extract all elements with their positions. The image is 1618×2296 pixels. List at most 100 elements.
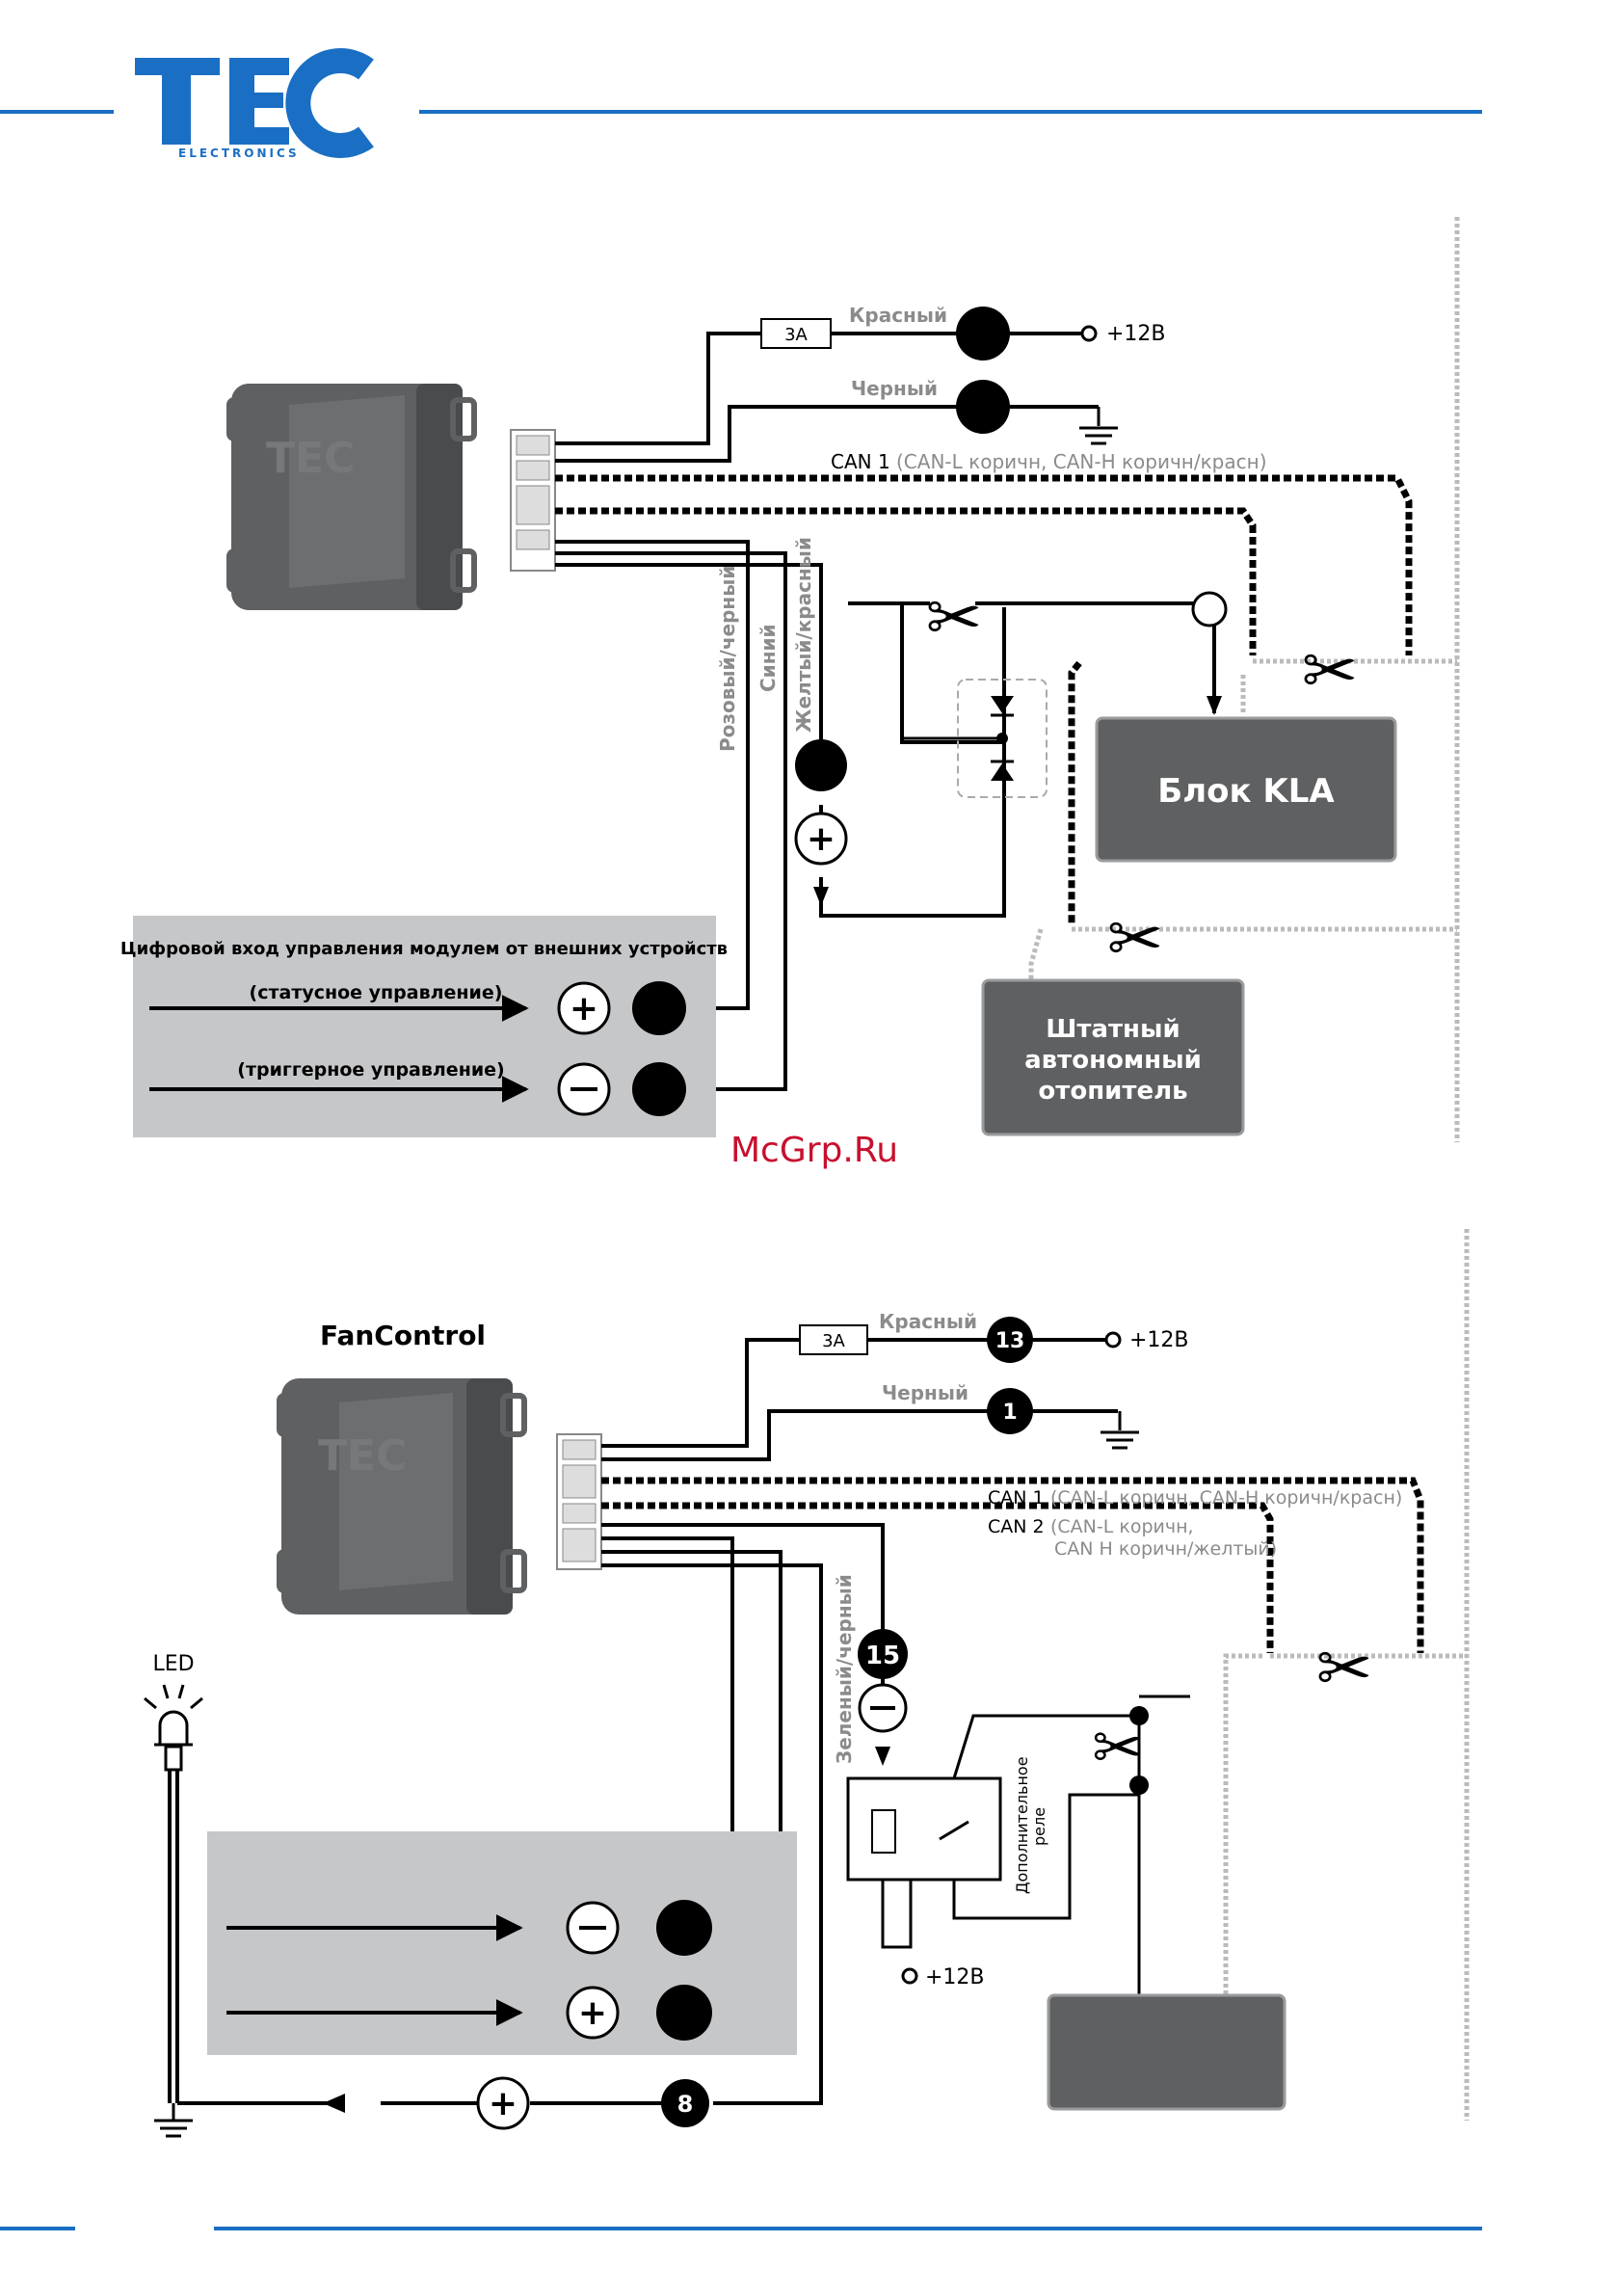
wire-black-top: Черный (851, 377, 938, 400)
heater-label-2: автономный (1024, 1046, 1202, 1075)
led-label: LED (152, 1652, 194, 1676)
plus-icon (566, 1986, 620, 2040)
kla-label: Блок KLA (1157, 772, 1335, 811)
scissors-icon: ✂ (1092, 1713, 1144, 1784)
top-diagram: TEC 3A Красный +12В Черный (120, 304, 1457, 1137)
plus-icon: + (570, 989, 598, 1028)
module-logo-top: TEC (266, 434, 355, 483)
fuse-top-label: 3A (784, 325, 808, 345)
input-lines-bottom (226, 1914, 523, 2026)
pin-blue (632, 1062, 686, 1116)
can2-detail-2: CAN H коричн/желтый) (1054, 1538, 1277, 1560)
scissors-icon: ✂ (1302, 631, 1359, 710)
trigger-label: (триггерное управление) (237, 1059, 504, 1081)
contact-icon (1129, 1775, 1149, 1795)
ground-icon (1079, 407, 1118, 445)
can-wires-top (555, 474, 1413, 925)
bus-gray-top (1028, 658, 1457, 983)
digital-input-panel (133, 916, 716, 1137)
pin-1 (987, 1388, 1033, 1434)
pin-plus-bottom (656, 1985, 712, 2041)
terminal-icon (1104, 1331, 1122, 1348)
node-icon (1191, 591, 1228, 627)
pin-8 (661, 2079, 709, 2127)
heater-label-1: Штатный (1046, 1015, 1180, 1044)
contact-icon (1129, 1706, 1149, 1725)
wire-black-bottom: Черный (882, 1381, 968, 1404)
pin-13 (987, 1317, 1033, 1363)
status-label: (статусное управление) (250, 982, 503, 1003)
pin-minus-bottom (656, 1900, 712, 1956)
can1-detail-top: (CAN-L коричн, CAN-H коричн/красн) (896, 450, 1267, 473)
arrow-down-icon (1207, 696, 1222, 715)
wire-blue: Синий (756, 624, 780, 692)
scissors-icon: ✂ (1107, 899, 1164, 978)
heater-unit (981, 978, 1245, 1136)
can1-top: CAN 1 (831, 450, 890, 473)
svg-text:✂: ✂ (1316, 1629, 1373, 1708)
can2-detail-1: (CAN-L коричн, (1050, 1516, 1194, 1537)
svg-text:✂: ✂ (1107, 899, 1164, 978)
plus-icon (476, 2076, 530, 2130)
fuse-bottom (799, 1324, 868, 1355)
diode-icon (902, 696, 1014, 781)
led-wires (168, 1770, 665, 2105)
pin-15-label: 15 (865, 1642, 900, 1670)
fuse-top (760, 318, 832, 349)
heater-label-3: отопитель (1038, 1077, 1187, 1106)
pin-15 (858, 1629, 908, 1679)
ground-icon (154, 2103, 193, 2138)
relay-label-2: реле (1030, 1807, 1048, 1846)
input-panel-title: Цифровой вход управления модулем от внеш… (120, 939, 728, 959)
fancontrol-title: FanControl (320, 1320, 486, 1351)
can2-bottom: CAN 2 (988, 1516, 1045, 1537)
fuse-bottom-label: 3A (822, 1331, 845, 1351)
wire-red-bottom: Красный (879, 1310, 977, 1333)
plus12-top: +12В (1106, 322, 1166, 346)
plus12-relay: +12В (925, 1965, 985, 1989)
terminal-icon (901, 1967, 918, 1985)
plus-icon (794, 812, 848, 866)
relay-coil (871, 1809, 896, 1854)
plus12-bottom: +12В (1129, 1328, 1189, 1352)
watermark: McGrp.Ru (730, 1131, 898, 1170)
fan-unit (1047, 1993, 1286, 2111)
plus-icon (557, 981, 611, 1035)
svg-text:✂: ✂ (1092, 1713, 1144, 1784)
ground-icon (1101, 1411, 1139, 1450)
scissors-icon: ✂ (1316, 1629, 1373, 1708)
power-wires-top (555, 332, 1099, 463)
pin-red-top (956, 307, 1010, 360)
bottom-diagram: FanControl TEC 3A К (144, 1310, 1467, 2138)
plus-icon: + (578, 1993, 607, 2033)
pin-13-label: 13 (995, 1329, 1025, 1353)
plus-icon: + (807, 819, 836, 859)
logo-subtitle: ELECTRONICS (178, 147, 300, 160)
relay-wiring (881, 1695, 1190, 1995)
pin-black-top (956, 380, 1010, 434)
arrow-down-icon (875, 1747, 890, 1766)
pin-8-label: 8 (677, 2091, 694, 2118)
pin-1-label: 1 (1002, 1401, 1017, 1425)
pin-yellow (795, 739, 847, 791)
plus-icon: + (489, 2084, 517, 2123)
relay-label-1: Дополнительное (1013, 1756, 1031, 1894)
led-icon (144, 1684, 203, 1772)
wire-red-top: Красный (849, 304, 947, 327)
module-top: TEC (226, 384, 556, 610)
can1-detail-bottom: (CAN-L коричн, CAN-H коричн/красн) (1050, 1487, 1402, 1508)
can-wires-bottom (601, 1477, 1424, 1653)
module-bottom: TEC (277, 1378, 602, 1615)
wire-green: Зеленый/черный (833, 1574, 856, 1764)
arrow-down-icon (813, 887, 829, 906)
svg-text:✂: ✂ (926, 578, 983, 657)
scissors-icon: ✂ (926, 578, 983, 657)
wire-pink: Розовый/черный (716, 566, 739, 752)
input-lines (149, 995, 529, 1103)
can-bus-vertical (1454, 217, 1470, 2121)
relay (846, 1776, 1002, 1882)
wire-yellow: Желтый/красный (792, 537, 815, 733)
module-logo-bottom: TEC (318, 1431, 407, 1481)
